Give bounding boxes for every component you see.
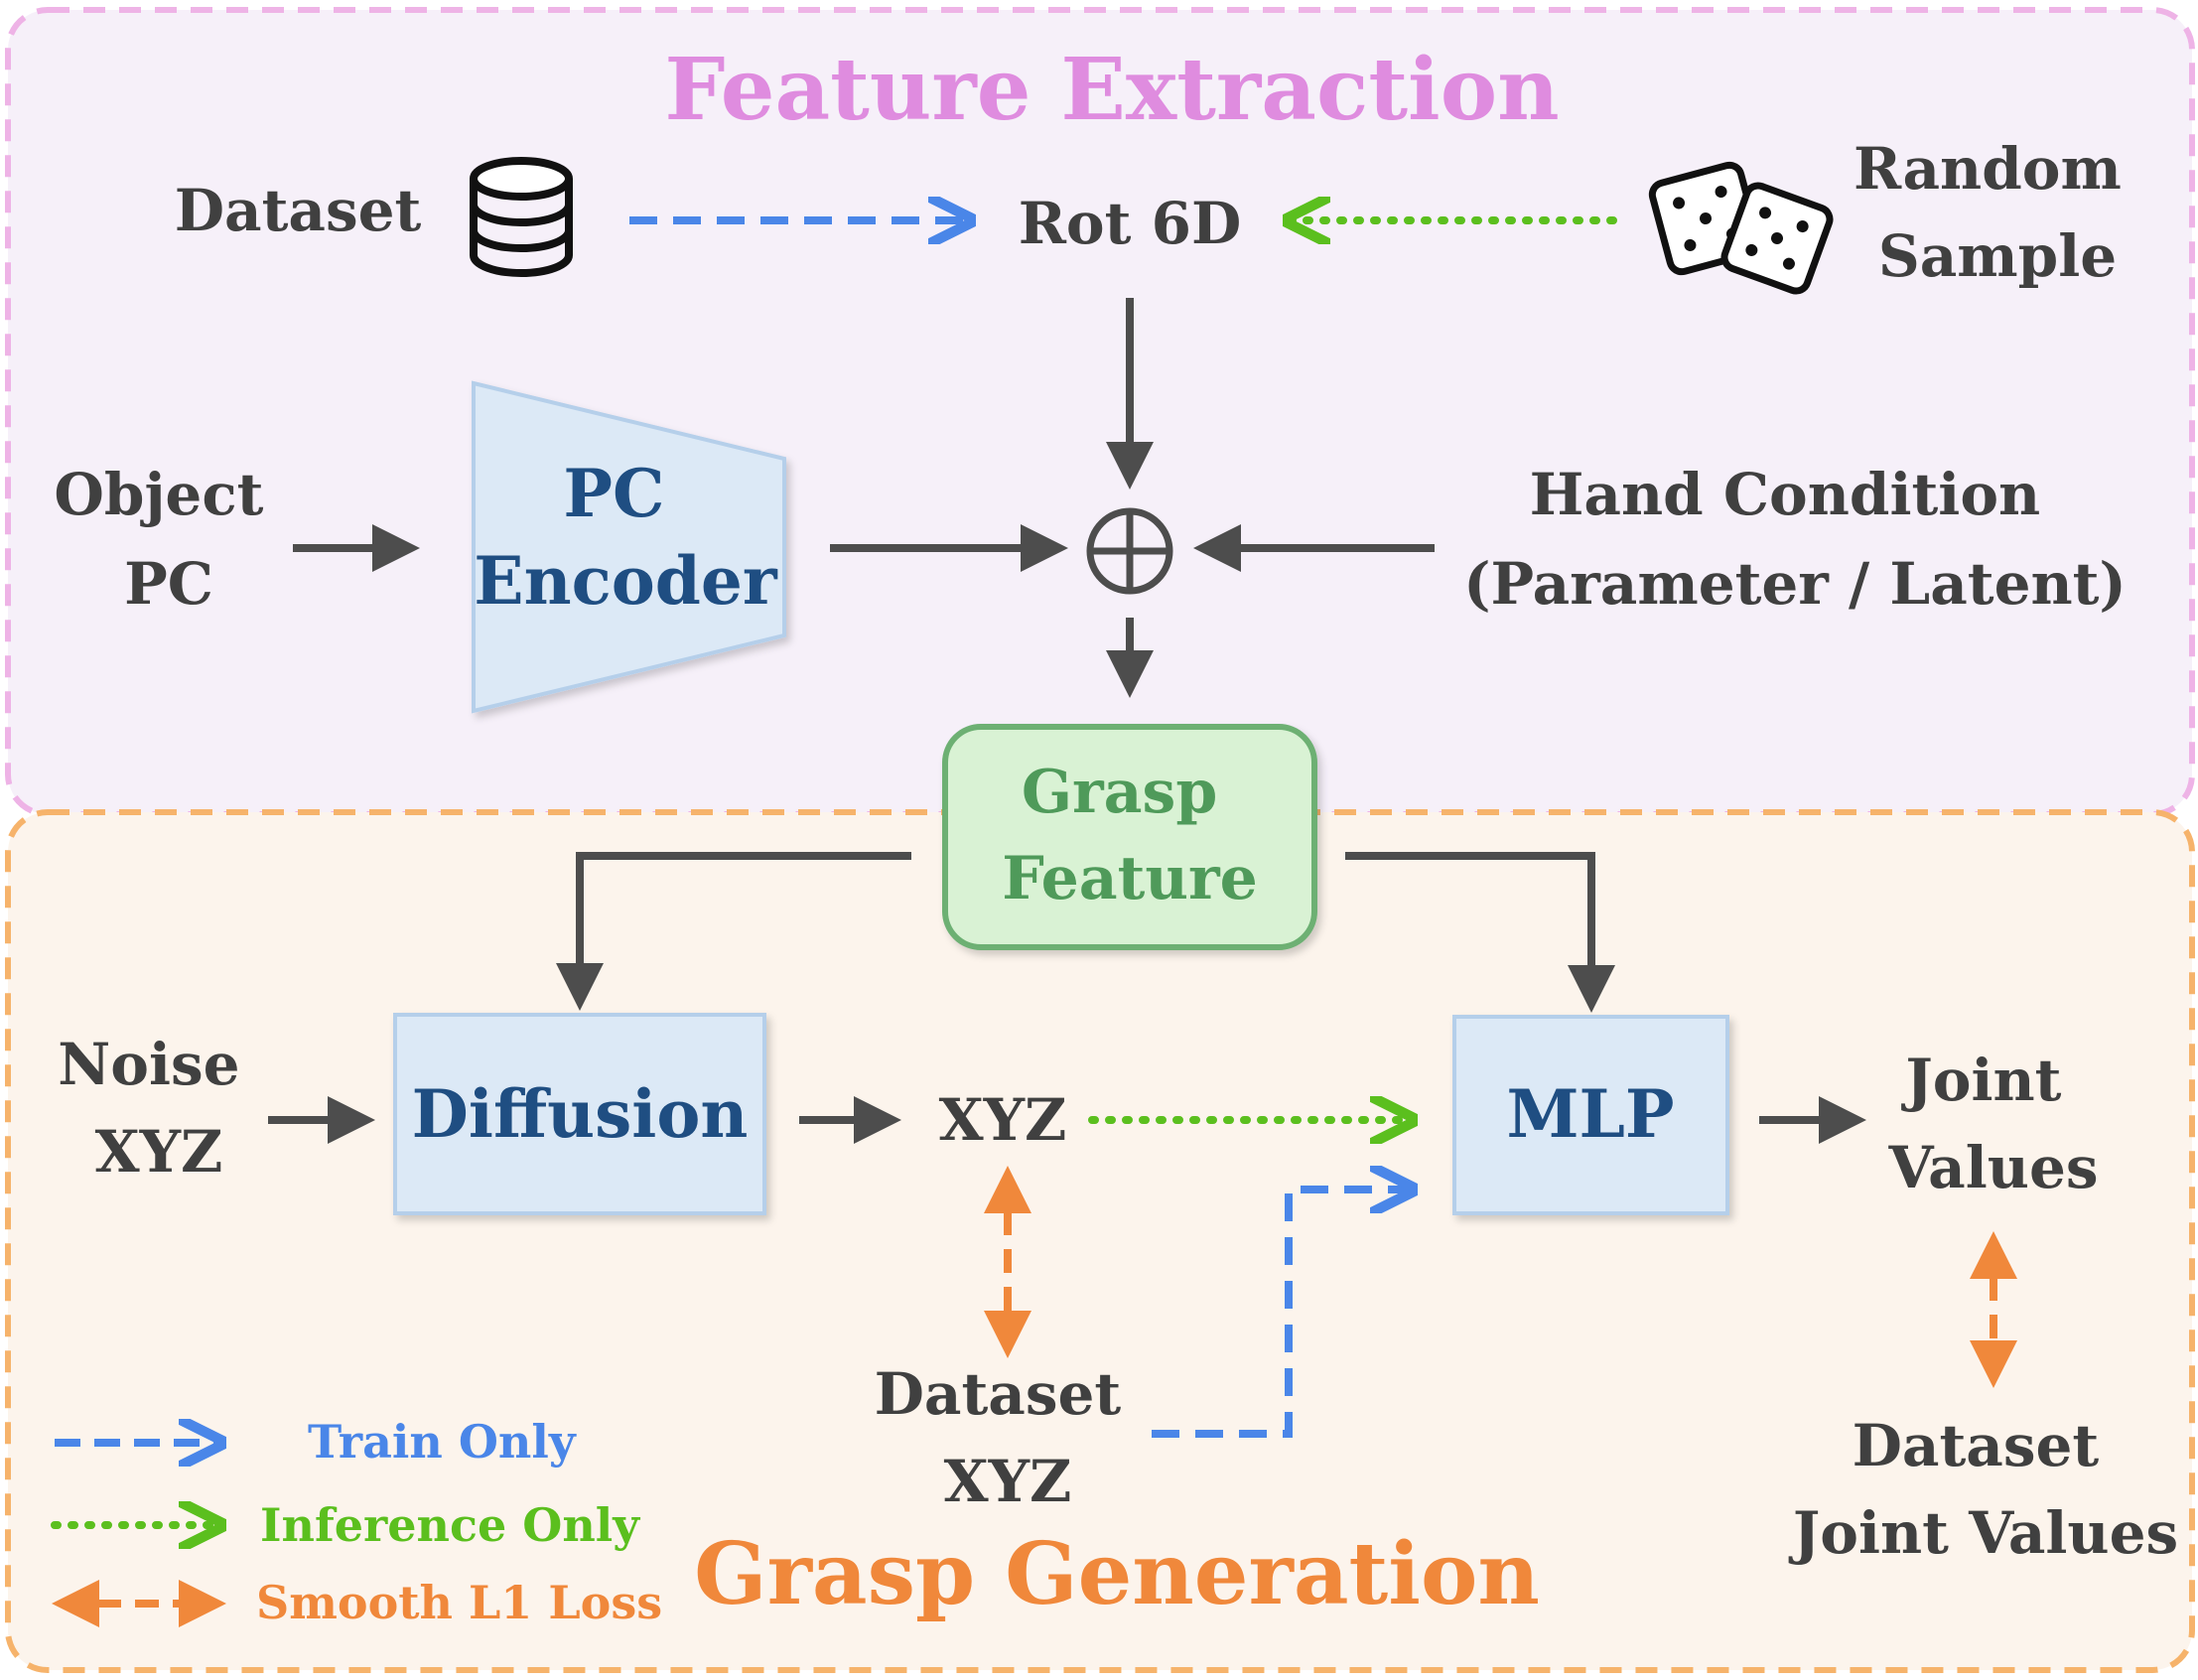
grasp-feature-block (942, 724, 1317, 950)
dataset-joint-values-label: Dataset Joint Values (1788, 1412, 2178, 1567)
diffusion-label: Diffusion (412, 1075, 749, 1153)
legend-loss-label: Smooth L1 Loss (256, 1576, 662, 1629)
grasp-generation-title: Grasp Generation (694, 1524, 1540, 1624)
xyz-label: XYZ (939, 1086, 1067, 1154)
joint-values-label: Joint Values (1887, 1047, 2098, 1201)
database-icon (470, 157, 573, 277)
mlp-label: MLP (1506, 1075, 1674, 1153)
feature-extraction-title: Feature Extraction (664, 40, 1559, 140)
pc-encoder-label: PC Encoder (474, 455, 778, 620)
legend-train-label: Train Only (308, 1415, 577, 1469)
random-sample-label: Random Sample (1854, 135, 2141, 290)
diffusion-block (393, 1013, 766, 1215)
grasp-feature-label: Grasp Feature (1002, 758, 1258, 913)
circle-plus-icon (1086, 507, 1173, 595)
pc-encoder-block (472, 380, 786, 714)
noise-xyz-label: Noise XYZ (58, 1031, 260, 1186)
dataset-xyz-label: Dataset XYZ (875, 1360, 1142, 1515)
arrow-graspfeature-diffusion (556, 852, 911, 1011)
dice-icon (1648, 161, 1834, 295)
mlp-block (1452, 1015, 1729, 1215)
arrow-graspfeature-mlp (1345, 852, 1615, 1013)
train-arrow-datasetxyz-mlp (1152, 1190, 1410, 1438)
legend-inference-label: Inference Only (260, 1498, 640, 1552)
hand-condition-label: Hand Condition (Parameter / Latent) (1463, 461, 2127, 618)
dataset-top-label: Dataset (175, 177, 422, 244)
rot6d-label: Rot 6D (1019, 190, 1242, 257)
object-pc-label: Object PC (54, 461, 283, 618)
legend: Train Only Inference Only Smooth L1 Loss (51, 1415, 662, 1629)
